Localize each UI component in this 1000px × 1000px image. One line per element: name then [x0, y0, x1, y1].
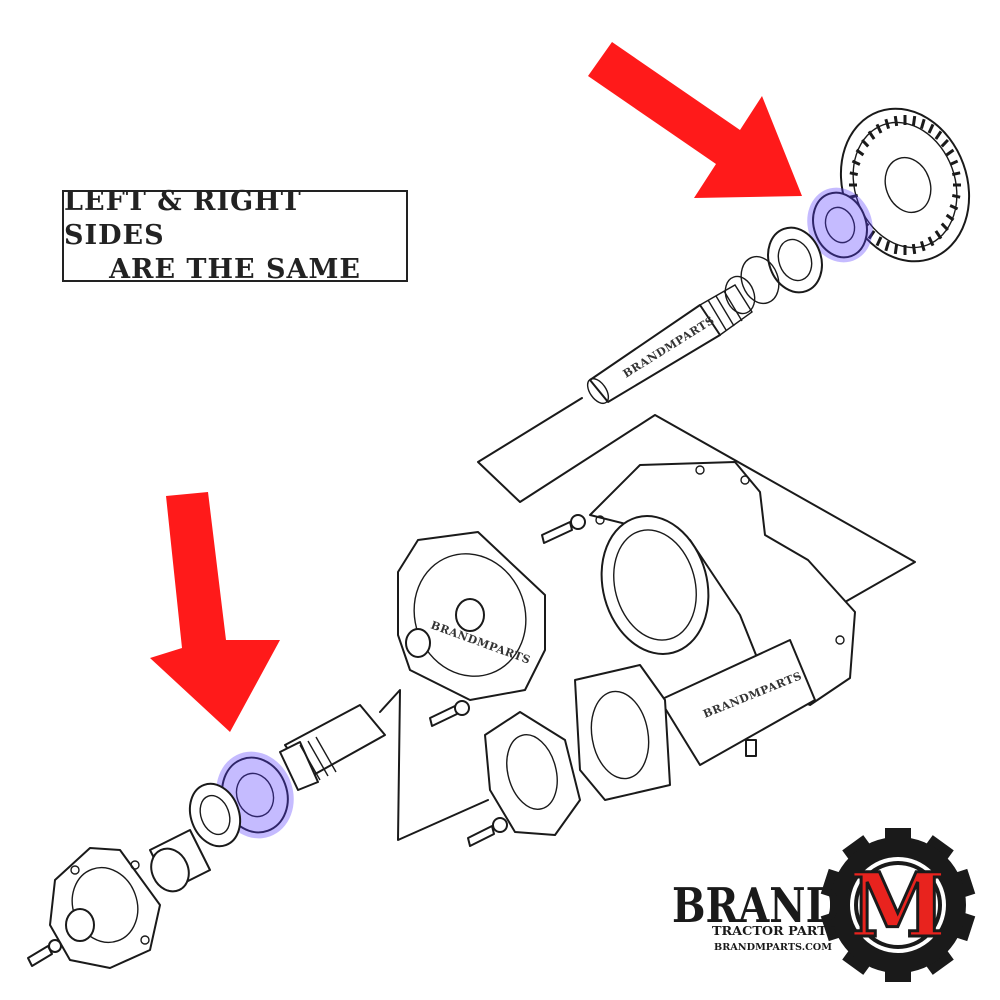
upper-gear: [839, 107, 971, 263]
upper-snap-ring: [724, 255, 780, 315]
upper-shaft: BRANDMPARTS: [586, 284, 753, 405]
logo-url: BRANDMPARTS.COM: [714, 943, 832, 953]
lower-hub-flange: [49, 847, 161, 969]
note-line-1: LEFT & RIGHT SIDES: [64, 186, 302, 252]
lower-spacer: [149, 829, 211, 893]
lower-shaft: [279, 704, 386, 791]
lower-leader-line: [379, 689, 489, 841]
logo-tagline: TRACTOR PARTS: [712, 924, 836, 938]
upper-seal: [767, 226, 823, 294]
lower-bolt: [27, 939, 62, 967]
note-box: LEFT & RIGHT SIDES ARE THE SAME: [62, 186, 408, 285]
logo-letter: M: [849, 853, 946, 957]
upper-shaft-watermark: BRANDMPARTS: [621, 314, 717, 381]
red-arrow-icon: [150, 492, 280, 732]
upper-bearing: [807, 187, 873, 263]
upper-leader-line: [477, 397, 916, 603]
logo-brand: BRAND: [672, 878, 840, 934]
note-line-2: ARE THE SAME: [109, 253, 361, 285]
gear-logo-icon: [820, 828, 976, 982]
cover-plate: BRANDMPARTS: [397, 531, 546, 701]
bolts: [429, 514, 757, 847]
lower-seal: [188, 782, 242, 848]
flange-gasket: [484, 711, 581, 836]
main-housing: BRANDMPARTS: [574, 461, 856, 801]
red-arrow-icon: [588, 42, 802, 198]
